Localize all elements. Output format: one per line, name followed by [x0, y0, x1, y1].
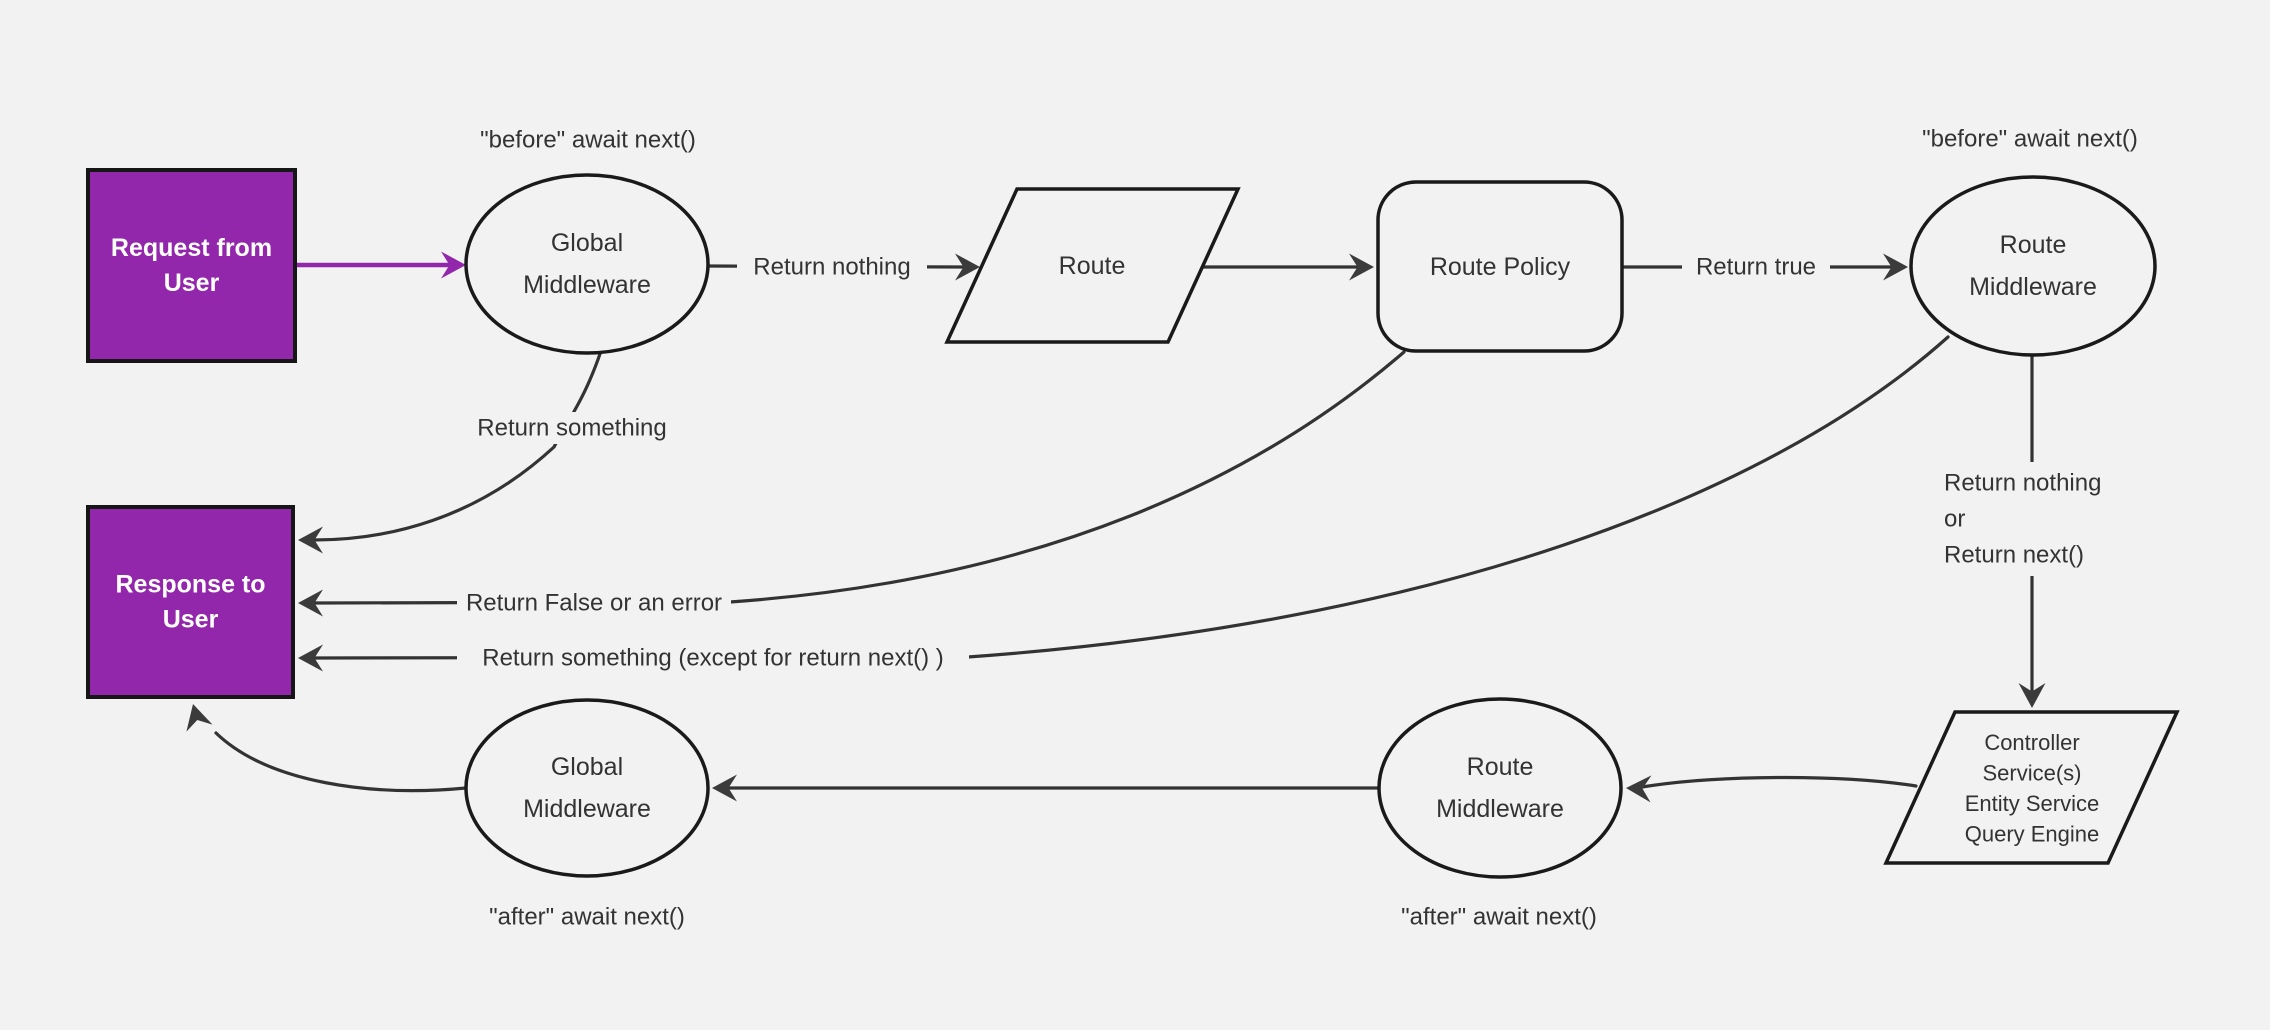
edge-label-text: Return next() [1944, 542, 2084, 569]
node-label-route-policy: Route Policy [1430, 253, 1571, 281]
note-after-await-next-left: "after" await next() [489, 904, 685, 931]
edge-label-text: Return something [477, 415, 666, 442]
node-shape-response-to-user [86, 505, 295, 699]
edge-label-text: Return nothing [1944, 470, 2101, 497]
node-label-response-to-user: User [163, 606, 219, 634]
edge-label-text: Return nothing [753, 254, 910, 281]
edge-label-bg [737, 251, 927, 283]
arrowhead-request-to-global-middleware [441, 251, 466, 279]
edge-route-middleware-to-response [312, 335, 1950, 660]
node-shape-route [944, 187, 1241, 344]
arrowhead-route-middleware-to-global-middleware-bottom [712, 774, 737, 802]
arrowhead-route-middleware-to-controller [2018, 683, 2046, 708]
edge-label-route-policy-to-response: Return False or an error [457, 587, 731, 619]
node-shape-global-middleware-bottom [464, 698, 710, 878]
edge-label-text: Return False or an error [466, 590, 722, 617]
node-label-controller-services: Query Engine [1965, 821, 2100, 846]
node-label-route-middleware-bottom: Middleware [1436, 795, 1564, 823]
node-shape-global-middleware-top [464, 173, 710, 355]
edge-label-bg [1938, 462, 2126, 576]
arrowhead-route-middleware-to-response [298, 644, 323, 672]
node-label-global-middleware-bottom: Global [551, 753, 623, 781]
edge-label-route-policy-to-route-middleware: Return true [1682, 251, 1830, 283]
node-label-controller-services: Service(s) [1982, 760, 2081, 785]
node-shape-request-from-user [86, 168, 297, 363]
edge-label-text: Return true [1696, 254, 1816, 281]
edge-label-global-middleware-to-response: Return something [463, 412, 681, 444]
arrowhead-route-policy-to-response [298, 589, 323, 617]
arrowhead-global-middleware-to-response [298, 526, 323, 554]
edge-label-bg [457, 642, 969, 674]
edge-controller-to-route-middleware-bottom [1640, 775, 1918, 789]
node-shape-route-middleware-top [1909, 175, 2157, 357]
note-after-await-next-right: "after" await next() [1401, 904, 1597, 931]
edge-label-global-middleware-to-route: Return nothing [737, 251, 927, 283]
node-label-global-middleware-top: Middleware [523, 271, 651, 299]
edge-label-bg [457, 587, 731, 619]
node-response-to-user: Response to User [86, 505, 295, 699]
edge-label-bg [1682, 251, 1830, 283]
node-label-response-to-user: Response to [115, 571, 265, 599]
node-label-controller-services: Controller [1984, 730, 2079, 755]
node-route: Route [944, 187, 1241, 344]
edge-label-text: Return something (except for return next… [482, 645, 944, 672]
arrowhead-controller-to-route-middleware-bottom [1626, 775, 1652, 803]
edge-label-bg [463, 412, 681, 444]
node-label-route-middleware-bottom: Route [1467, 753, 1534, 781]
arrowhead-global-middleware-bottom-to-response [186, 704, 213, 732]
node-label-global-middleware-top: Global [551, 229, 623, 257]
edge-label-text: or [1944, 506, 1965, 533]
node-label-controller-services: Entity Service [1965, 791, 2100, 816]
edge-global-middleware-to-response [312, 349, 603, 542]
node-label-global-middleware-bottom: Middleware [523, 795, 651, 823]
node-shape-route-policy [1376, 180, 1624, 353]
edge-route-policy-to-response [312, 350, 1406, 605]
note-before-await-next-right: "before" await next() [1922, 126, 2138, 153]
node-shape-controller-services [1883, 710, 2180, 865]
node-route-policy: Route Policy [1376, 180, 1624, 353]
node-label-route-middleware-top: Middleware [1969, 273, 2097, 301]
edge-global-middleware-bottom-to-response [214, 731, 468, 793]
arrowhead-route-to-route-policy [1349, 253, 1374, 281]
node-label-request-from-user: Request from [111, 234, 272, 262]
node-label-route-middleware-top: Route [2000, 231, 2067, 259]
edge-label-route-middleware-to-response: Return something (except for return next… [457, 642, 969, 674]
note-before-await-next-left: "before" await next() [480, 127, 696, 154]
node-shape-route-middleware-bottom [1377, 697, 1623, 879]
arrowhead-global-middleware-to-route [955, 253, 980, 281]
node-label-request-from-user: User [164, 269, 220, 297]
node-label-route: Route [1059, 252, 1126, 280]
arrowhead-route-policy-to-route-middleware [1883, 253, 1908, 281]
